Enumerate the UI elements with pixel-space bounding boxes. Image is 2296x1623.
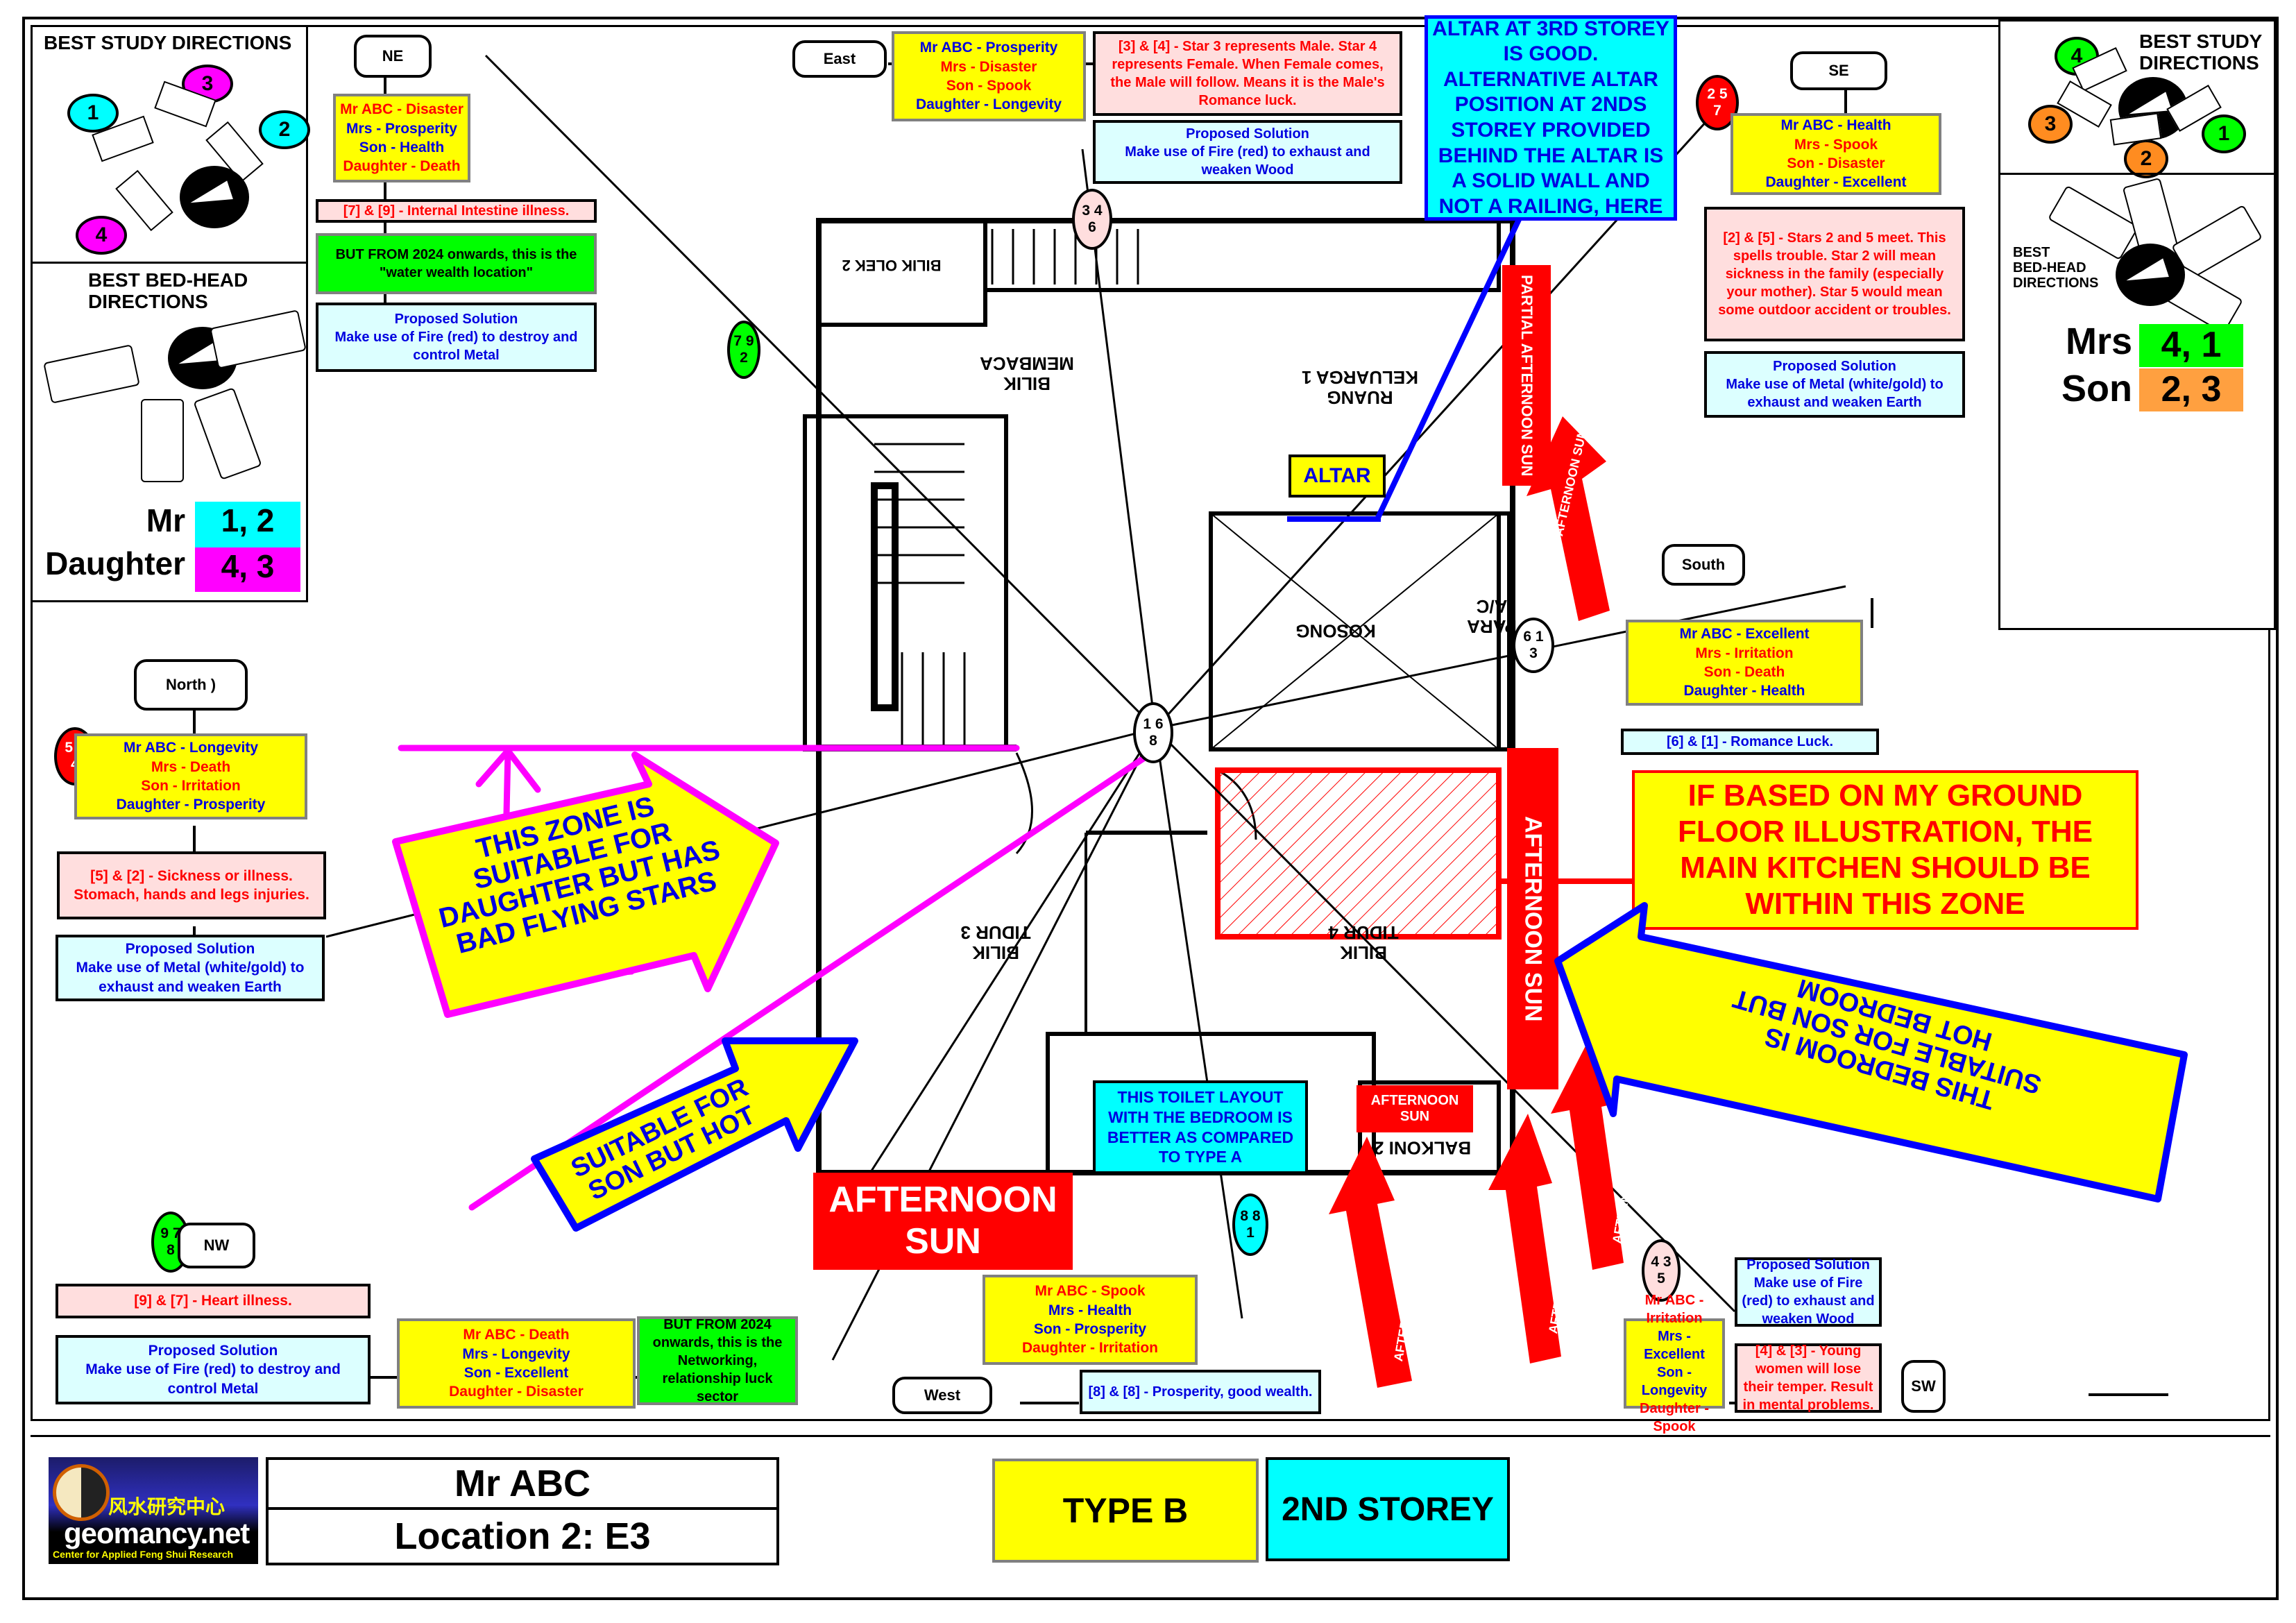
north-fortune-box: Mr ABC - Longevity Mrs - Death Son - Irr… xyxy=(74,733,307,819)
study-number-3: 3 xyxy=(182,65,233,103)
nw-warning-box: [9] & [7] - Heart illness. xyxy=(56,1284,371,1318)
direction-ne: NE xyxy=(354,35,432,78)
sw-fortune-box: Mr ABC - Irritation Mrs - Excellent Son … xyxy=(1624,1293,1725,1434)
sw-solution-box: Proposed Solution Make use of Fire (red)… xyxy=(1735,1257,1882,1327)
logo: 风水研究中心 geomancy.net Center for Applied F… xyxy=(49,1457,258,1564)
direction-sw: SW xyxy=(1901,1360,1946,1413)
room-kosong: KOSONG xyxy=(1295,620,1376,642)
study-number-4: 4 xyxy=(76,216,127,255)
yin-yang-icon xyxy=(53,1464,110,1521)
sw-warning-box: [4] & [3] - Young women will lose their … xyxy=(1735,1343,1882,1413)
kitchen-note: IF BASED ON MY GROUND FLOOR ILLUSTRATION… xyxy=(1632,770,2138,930)
ne-warning-box: [7] & [9] - Internal Intestine illness. xyxy=(316,199,597,223)
compass-arrow-icon xyxy=(2116,244,2185,306)
logo-chinese-text: 风水研究中心 xyxy=(108,1495,226,1518)
logo-site-name: geomancy.net xyxy=(64,1517,250,1549)
type-badge: TYPE B xyxy=(992,1459,1259,1563)
south-fortune-box: Mr ABC - Excellent Mrs - Irritation Son … xyxy=(1626,620,1863,706)
east-fortune-box: Mr ABC - Prosperity Mrs - Disaster Son -… xyxy=(892,31,1086,121)
kitchen-zone xyxy=(1215,767,1502,940)
son-zone-arrow xyxy=(531,1037,858,1232)
right-study-title: BEST STUDY DIRECTIONS xyxy=(2139,31,2263,74)
bed-icon xyxy=(141,399,184,482)
left-study-title: BEST STUDY DIRECTIONS xyxy=(44,32,292,53)
altar-pointer-line xyxy=(1287,187,1536,522)
left-directions-panel: BEST STUDY DIRECTIONS 1 2 3 4 BEST BED-H… xyxy=(31,25,310,602)
south-note-box: [6] & [1] - Romance Luck. xyxy=(1621,729,1879,755)
right-row-value-mrs: 4, 1 xyxy=(2139,324,2243,367)
room-bilik-tidur-4: BILIK TIDUR 4 xyxy=(1328,922,1399,964)
drawing-border xyxy=(22,17,2279,1600)
direction-north: North ) xyxy=(134,659,248,711)
right-row-label-son: Son xyxy=(2061,368,2132,409)
west-flying-stars: 8 8 1 xyxy=(1232,1193,1268,1256)
center-flying-stars: 1 6 8 xyxy=(1133,702,1173,763)
room-bilik-membaca: BILIK MEMBACA xyxy=(980,353,1074,395)
study-number-2: 2 xyxy=(259,110,310,149)
logo-tagline: Center for Applied Feng Shui Research xyxy=(53,1549,234,1560)
altar-note: ALTAR AT 3RD STOREY IS GOOD. ALTERNATIVE… xyxy=(1425,15,1677,221)
east-solution-box: Proposed Solution Make use of Fire (red)… xyxy=(1093,120,1402,184)
direction-se: SE xyxy=(1790,51,1887,90)
direction-west: West xyxy=(892,1377,992,1414)
left-row-value-mr: 1, 2 xyxy=(195,502,300,547)
afternoon-sun-banner-east: AFTERNOON SUN xyxy=(1507,748,1558,1089)
sw-flying-stars: 4 3 5 xyxy=(1642,1239,1681,1302)
north-warning-box: [5] & [2] - Sickness or illness. Stomach… xyxy=(57,851,326,919)
direction-east: East xyxy=(792,40,887,78)
afternoon-sun-banner-big: AFTERNOON SUN xyxy=(813,1173,1073,1270)
room-bilik-tidur-3: BILIK TIDUR 3 xyxy=(960,922,1031,964)
se-fortune-box: Mr ABC - Health Mrs - Spook Son - Disast… xyxy=(1730,113,1941,195)
direction-south: South xyxy=(1662,544,1745,586)
ne-solution-box: Proposed Solution Make use of Fire (red)… xyxy=(316,303,597,372)
title-block-divider xyxy=(31,1435,2270,1437)
location-label: Location 2: E3 xyxy=(266,1507,779,1565)
compass-arrow-icon xyxy=(180,166,249,228)
altar-label: ALTAR xyxy=(1289,454,1386,498)
right-row-label-mrs: Mrs xyxy=(2065,321,2132,362)
ne-flying-stars: 7 9 2 xyxy=(727,321,760,379)
right-bed-title: BEST BED-HEAD DIRECTIONS xyxy=(2013,245,2099,291)
north-solution-box: Proposed Solution Make use of Metal (whi… xyxy=(56,935,325,1001)
east-flying-stars: 3 4 6 xyxy=(1072,189,1112,250)
left-row-label-mr: Mr xyxy=(146,502,185,538)
ne-fortune-box: Mr ABC - Disaster Mrs - Prosperity Son -… xyxy=(333,94,470,182)
left-row-value-daughter: 4, 3 xyxy=(195,547,300,592)
left-bed-title: BEST BED-HEAD DIRECTIONS xyxy=(88,269,248,312)
se-warning-box: [2] & [5] - Stars 2 and 5 meet. This spe… xyxy=(1704,207,1965,341)
ne-note-box: BUT FROM 2024 onwards, this is the "wate… xyxy=(316,233,597,294)
room-balkoni-2: BALKONI 2 xyxy=(1373,1137,1472,1159)
son-bedroom-arrow xyxy=(1554,902,2188,1203)
study-number-1: 1 xyxy=(67,94,119,133)
se-solution-box: Proposed Solution Make use of Metal (whi… xyxy=(1704,351,1965,418)
right-directions-panel: BEST STUDY DIRECTIONS 4 3 2 1 BEST BED-H… xyxy=(1998,19,2276,630)
daughter-zone-arrow xyxy=(392,751,779,1018)
storey-badge: 2ND STOREY xyxy=(1266,1457,1510,1561)
east-warning-box: [3] & [4] - Star 3 represents Male. Star… xyxy=(1093,31,1402,116)
staircase xyxy=(874,229,1139,746)
direction-nw: NW xyxy=(178,1223,255,1268)
room-bilik-air: BILIK OLEK 2 xyxy=(842,257,942,275)
nw-fortune-box: Mr ABC - Death Mrs - Longevity Son - Exc… xyxy=(397,1318,636,1409)
afternoon-sun-banner-balcony: AFTERNOON SUN xyxy=(1357,1085,1473,1132)
nw-solution-box: Proposed Solution Make use of Fire (red)… xyxy=(56,1335,371,1404)
room-ruang-keluarga: RUANG KELUARGA 1 xyxy=(1301,367,1419,409)
drawing-inner-border xyxy=(31,25,2270,1421)
right-row-value-son: 2, 3 xyxy=(2139,368,2243,411)
client-name: Mr ABC xyxy=(266,1457,779,1510)
west-note-box: [8] & [8] - Prosperity, good wealth. xyxy=(1080,1370,1321,1414)
room-para-ac: PARA A/C xyxy=(1467,596,1517,638)
left-row-label-daughter: Daughter xyxy=(45,545,185,581)
nw-note-box: BUT FROM 2024 onwards, this is the Netwo… xyxy=(637,1316,798,1405)
west-fortune-box: Mr ABC - Spook Mrs - Health Son - Prospe… xyxy=(983,1275,1198,1365)
toilet-note: THIS TOILET LAYOUT WITH THE BEDROOM IS B… xyxy=(1093,1080,1308,1174)
study-number-1: 1 xyxy=(2202,114,2246,153)
study-number-3: 3 xyxy=(2028,105,2073,144)
